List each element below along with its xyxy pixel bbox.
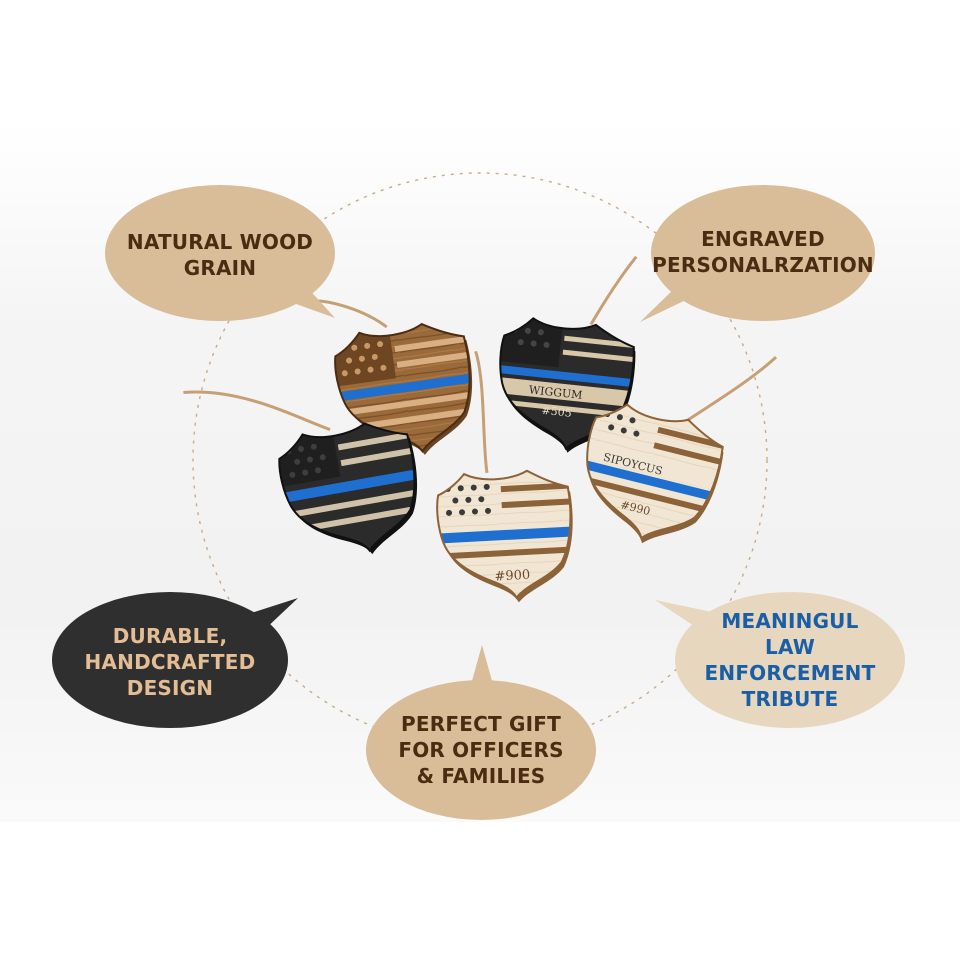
callout-line: DURABLE, <box>112 624 228 648</box>
callout-line: DESIGN <box>126 676 214 700</box>
callout-line: & FAMILIES <box>416 764 546 788</box>
callout-line: PERFECT GIFT <box>401 712 561 736</box>
ornament-white-center: #900 <box>434 350 577 607</box>
callout-line: MEANINGUL <box>721 609 859 633</box>
callout-natural-wood-grain: NATURAL WOOD GRAIN <box>120 225 320 285</box>
callout-line: NATURAL WOOD <box>126 230 314 254</box>
engraving-badge-black: #505 <box>541 404 572 420</box>
callout-line: TRIBUTE <box>741 687 839 711</box>
engraving-badge-center: #900 <box>494 568 530 585</box>
ornament-white-engraved: SIPOYCUS #990 <box>567 356 778 558</box>
engraving-name-black: WIGGUM <box>528 383 583 402</box>
bubble-shapes <box>52 185 905 820</box>
callout-line: FOR OFFICERS <box>398 738 564 762</box>
ornament-black-engraved: WIGGUM #505 <box>490 255 639 459</box>
callout-line: HANDCRAFTED <box>84 650 256 674</box>
callout-durable-design: DURABLE, HANDCRAFTED DESIGN <box>75 620 265 704</box>
callout-line: LAW ENFORCEMENT <box>704 635 876 685</box>
callout-perfect-gift: PERFECT GIFT FOR OFFICERS & FAMILIES <box>386 708 576 792</box>
callout-line: GRAIN <box>183 256 257 280</box>
callout-line: PERSONALRZATION <box>652 253 874 277</box>
ornament-black-plain <box>183 390 430 568</box>
callout-law-enforcement-tribute: MEANINGUL LAW ENFORCEMENT TRIBUTE <box>688 609 892 711</box>
callout-line: ENGRAVED <box>701 227 825 251</box>
callout-engraved-personalization: ENGRAVED PERSONALRZATION <box>652 222 874 282</box>
